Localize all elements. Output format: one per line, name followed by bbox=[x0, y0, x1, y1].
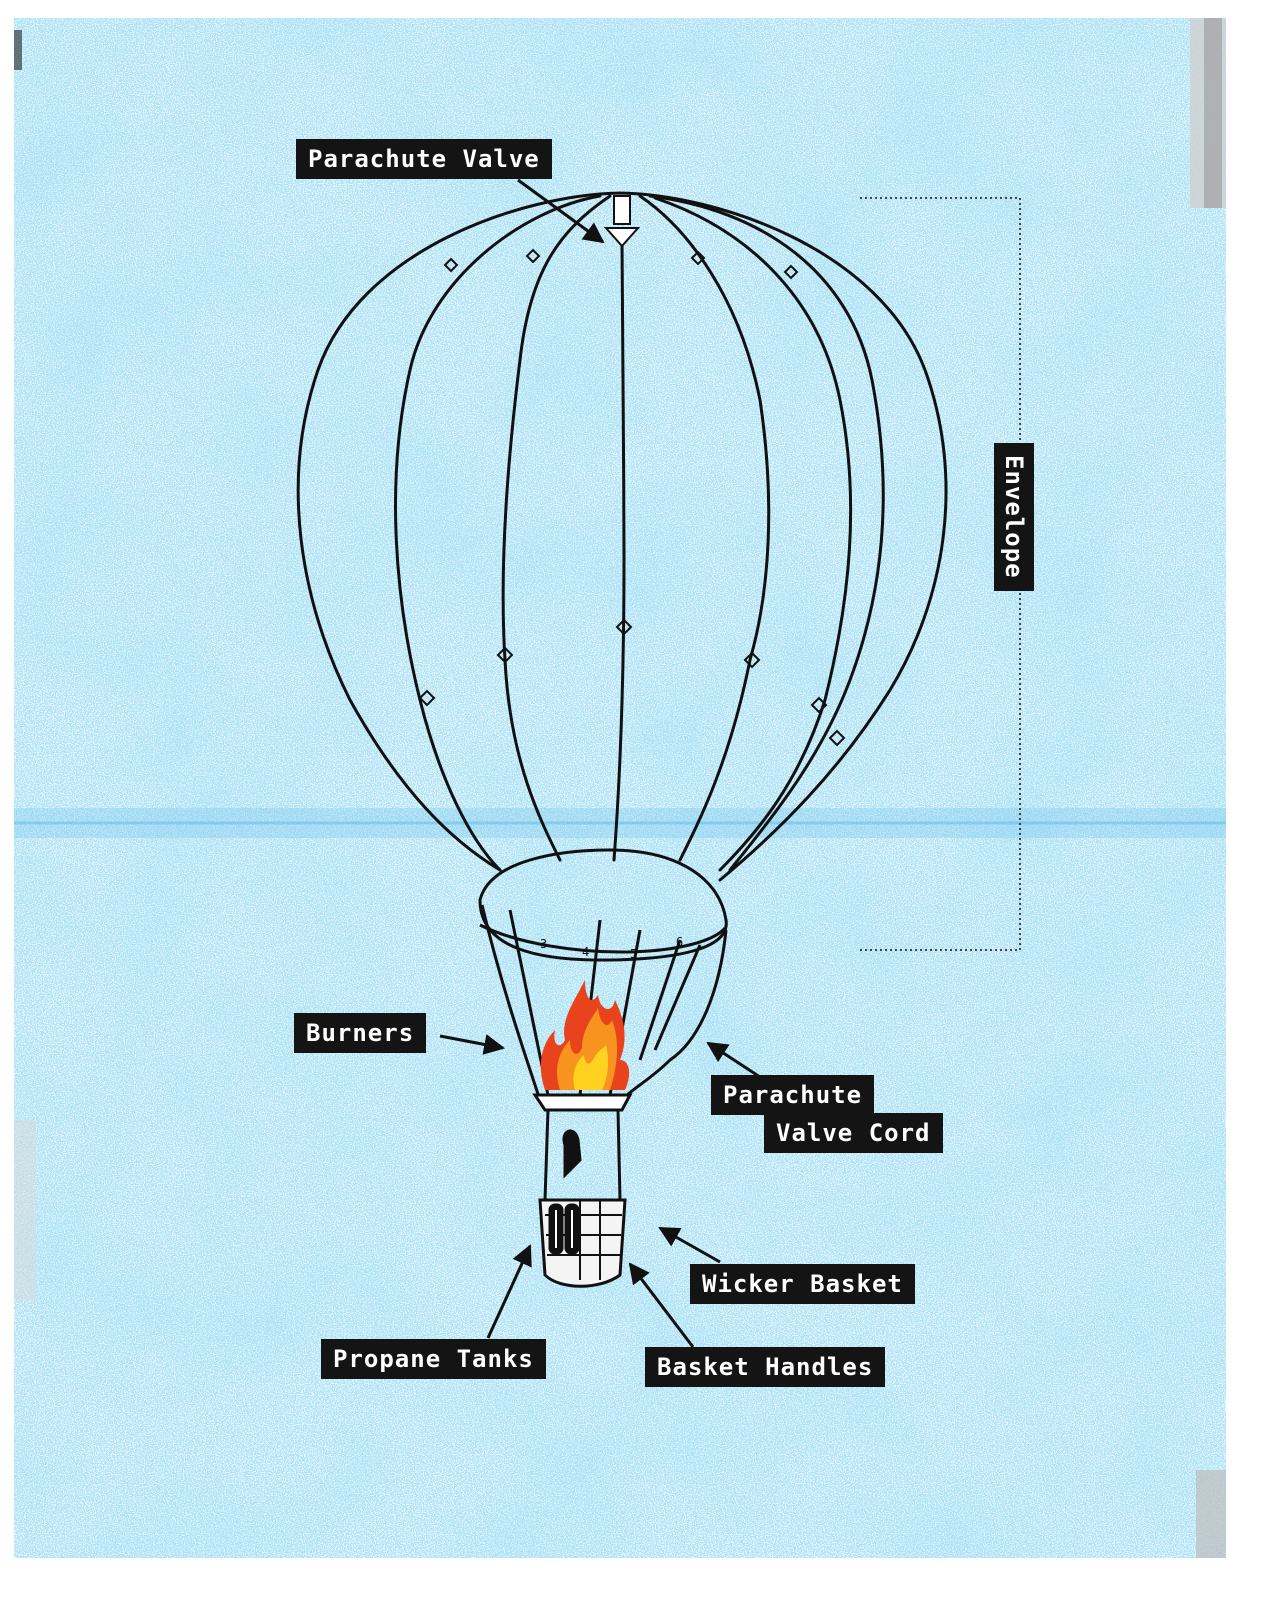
parachute-valve-icon bbox=[603, 195, 641, 248]
arrow-icon bbox=[439, 178, 761, 1348]
label-propane-tanks: Propane Tanks bbox=[321, 1339, 546, 1379]
svg-text:5: 5 bbox=[630, 947, 637, 961]
arrow-parachute-valve-cord bbox=[706, 1041, 761, 1079]
svg-text:6: 6 bbox=[676, 935, 683, 949]
propane-tanks-icon bbox=[548, 1203, 580, 1255]
arrow-wicker-basket bbox=[658, 1226, 721, 1264]
flame-icon bbox=[540, 980, 630, 1090]
basket-assembly bbox=[532, 1093, 633, 1288]
skirt-numbers: 3 4 5 6 bbox=[540, 935, 683, 961]
label-parachute-valve-cord-line1: Parachute bbox=[711, 1075, 875, 1115]
label-burners: Burners bbox=[294, 1013, 427, 1053]
arrow-burners bbox=[439, 1034, 506, 1055]
arrow-basket-handles bbox=[628, 1262, 695, 1348]
label-parachute-valve-cord-line2: Valve Cord bbox=[764, 1113, 943, 1153]
label-basket-handles: Basket Handles bbox=[645, 1347, 886, 1387]
svg-text:3: 3 bbox=[540, 937, 547, 951]
svg-text:4: 4 bbox=[582, 945, 589, 959]
arrow-parachute-valve bbox=[517, 178, 605, 244]
arrow-propane-tanks bbox=[486, 1244, 532, 1339]
balloon-envelope bbox=[296, 191, 948, 882]
label-envelope: Envelope bbox=[994, 443, 1034, 591]
label-parachute-valve: Parachute Valve bbox=[296, 139, 552, 179]
label-wicker-basket: Wicker Basket bbox=[690, 1264, 915, 1304]
